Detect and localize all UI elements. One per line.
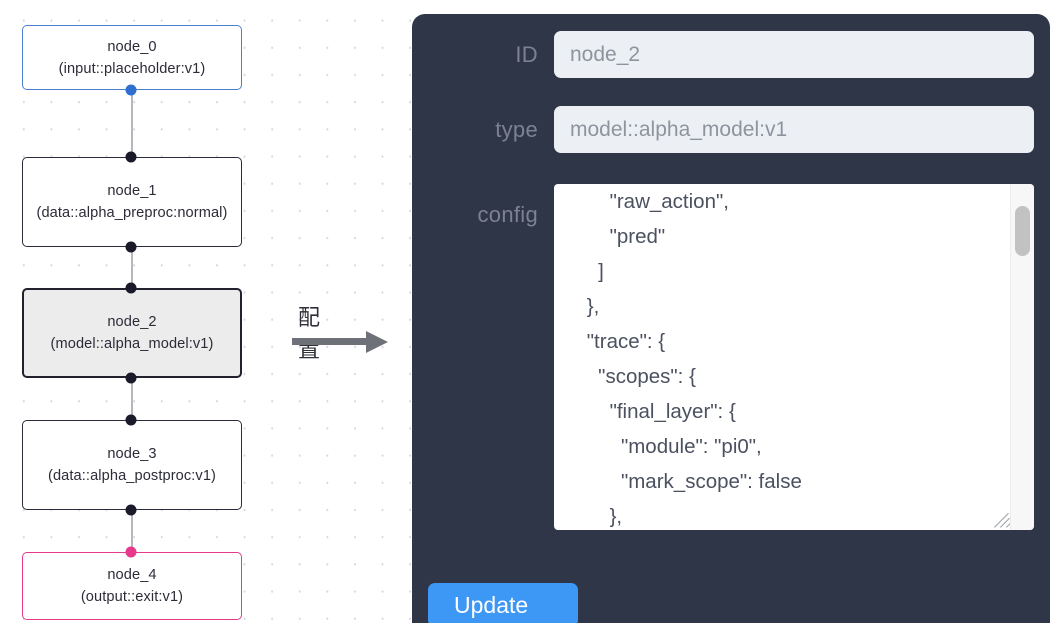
arrow-right-icon-shaft: [292, 338, 368, 345]
edge-node0-node1: [131, 90, 133, 158]
graph-node-node_1[interactable]: node_1 (data::alpha_preproc:normal): [22, 157, 242, 247]
graph-node-node_3[interactable]: node_3 (data::alpha_postproc:v1): [22, 420, 242, 510]
node-handle-node_1-source[interactable]: [125, 241, 137, 253]
edge-node1-node2: [131, 247, 133, 289]
graph-node-node_4[interactable]: node_4 (output::exit:v1): [22, 552, 242, 620]
node-title: node_2: [107, 314, 157, 330]
field-row-type: type: [428, 106, 1034, 153]
node-handle-node_2-target[interactable]: [125, 282, 137, 294]
config-scrollbar[interactable]: [1010, 184, 1034, 530]
node-handle-node_3-source[interactable]: [125, 504, 137, 516]
config-field-label: config: [477, 202, 538, 227]
node-handle-node_3-target[interactable]: [125, 414, 137, 426]
node-handle-node_0-source[interactable]: [125, 84, 137, 96]
config-textarea-content[interactable]: "raw_action", "pred" ] }, "trace": { "sc…: [586, 190, 802, 528]
type-input[interactable]: [554, 106, 1034, 153]
node-subtitle: (input::placeholder:v1): [58, 60, 206, 77]
config-textarea[interactable]: "raw_action", "pred" ] }, "trace": { "sc…: [554, 184, 1034, 530]
node-handle-node_2-source[interactable]: [125, 372, 137, 384]
graph-node-node_2[interactable]: node_2 (model::alpha_model:v1): [22, 288, 242, 378]
node-title: node_3: [107, 446, 157, 462]
graph-node-node_0[interactable]: node_0 (input::placeholder:v1): [22, 25, 242, 90]
resize-handle-icon[interactable]: [992, 510, 1010, 528]
node-title: node_4: [107, 567, 157, 583]
arrow-right-icon-head: [366, 331, 388, 353]
node-config-panel: ID type config "raw_action", "pred" ] },…: [412, 14, 1050, 623]
edge-node3-node4: [131, 510, 133, 552]
node-subtitle: (model::alpha_model:v1): [50, 336, 214, 352]
field-row-config: config "raw_action", "pred" ] }, "trace"…: [428, 184, 1034, 530]
node-handle-node_1-target[interactable]: [125, 151, 137, 163]
node-subtitle: (data::alpha_preproc:normal): [36, 205, 228, 221]
node-subtitle: (data::alpha_postproc:v1): [48, 468, 216, 484]
update-button[interactable]: Update: [428, 583, 578, 623]
type-field-label: type: [495, 116, 538, 142]
node-subtitle: (output::exit:v1): [80, 589, 184, 605]
node-title: node_0: [107, 38, 157, 55]
config-textarea-wrapper[interactable]: "raw_action", "pred" ] }, "trace": { "sc…: [554, 184, 1034, 530]
field-row-id: ID: [428, 31, 1034, 78]
node-title: node_1: [107, 183, 157, 199]
node-handle-node_4-target[interactable]: [125, 546, 137, 558]
edge-node2-node3: [131, 378, 133, 420]
annotation-label: 配置: [298, 305, 322, 362]
id-input[interactable]: [554, 31, 1034, 78]
id-field-label: ID: [515, 41, 538, 67]
config-scrollbar-thumb[interactable]: [1015, 206, 1030, 256]
